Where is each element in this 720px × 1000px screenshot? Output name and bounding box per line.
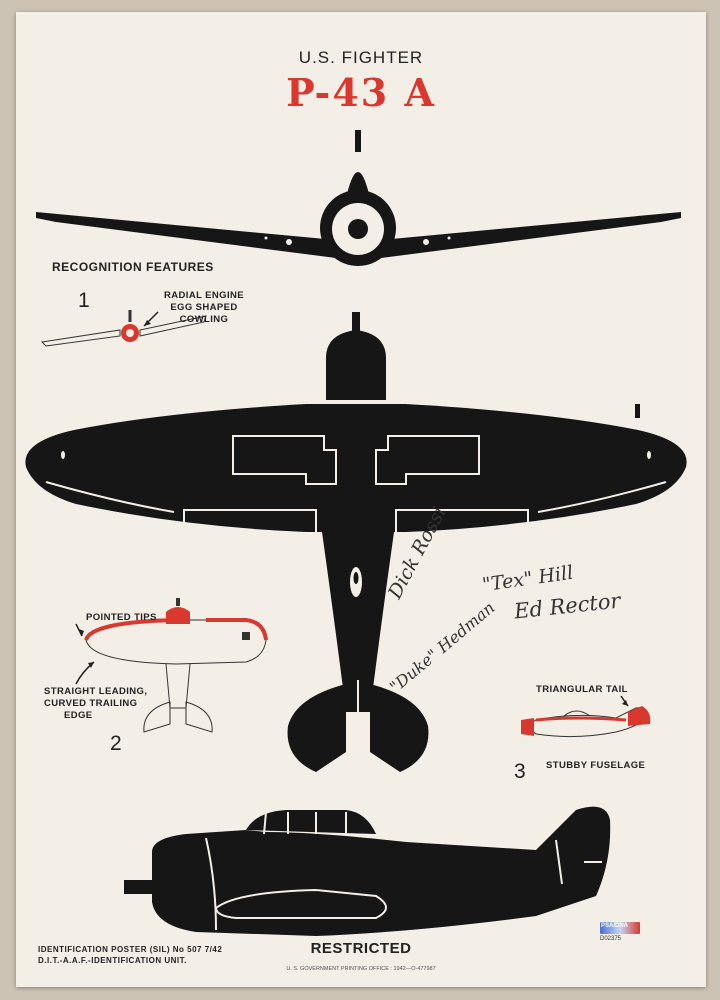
feature-3-stubby-fuselage: STUBBY FUSELAGE (546, 760, 646, 771)
recognition-heading: RECOGNITION FEATURES (52, 260, 214, 274)
feature-1-label: RADIAL ENGINE EGG SHAPED COWLING (164, 290, 244, 326)
authentication-hologram (600, 922, 640, 934)
feature-2-label: STRAIGHT LEADING, CURVED TRAILING EDGE (44, 686, 147, 722)
side-view-panel-lines (205, 811, 602, 931)
feature-2-line-3: EDGE (64, 710, 93, 721)
printer-line: U. S. GOVERNMENT PRINTING OFFICE : 1942—… (286, 966, 436, 972)
front-view-details (264, 236, 451, 245)
plan-view-silhouette (25, 312, 687, 772)
feature-2-diagram (75, 598, 268, 733)
feature-2-number: 2 (110, 732, 122, 755)
feature-1-diagram (40, 310, 207, 347)
feature-2-pointed-tips: POINTED TIPS (86, 612, 157, 623)
footer-line-2: D.I.T.-A.A.F.-IDENTIFICATION UNIT. (38, 956, 187, 965)
feature-1-line-1: RADIAL ENGINE (164, 290, 244, 301)
poster-title: P-43 A (286, 70, 436, 115)
feature-3-diagram (521, 695, 651, 738)
aircraft-silhouettes (25, 130, 687, 936)
poster-subtitle: U.S. FIGHTER (298, 48, 424, 67)
auth-number: D02375 (600, 936, 622, 942)
feature-2-line-2: CURVED TRAILING (44, 698, 138, 709)
restricted-label: RESTRICTED (310, 940, 412, 957)
side-view-silhouette (124, 806, 611, 936)
feature-1-line-3: COWLING (179, 314, 229, 325)
plan-view-panel-lines (45, 435, 667, 752)
feature-1-line-2: EGG SHAPED (170, 302, 238, 313)
poster: U.S. FIGHTER P-43 A RECOGNITION FEATURES… (16, 12, 706, 987)
feature-2-line-1: STRAIGHT LEADING, (44, 686, 148, 697)
auth-brand: PSA/DNA (601, 923, 629, 929)
footer-line-1: IDENTIFICATION POSTER (SIL) No 507 7/42 (38, 945, 223, 954)
feature-3-number: 3 (514, 760, 526, 783)
footer-poster-id: IDENTIFICATION POSTER (SIL) No 507 7/42 … (38, 944, 222, 966)
feature-3-triangular-tail: TRIANGULAR TAIL (536, 684, 628, 695)
feature-1-number: 1 (78, 289, 90, 312)
